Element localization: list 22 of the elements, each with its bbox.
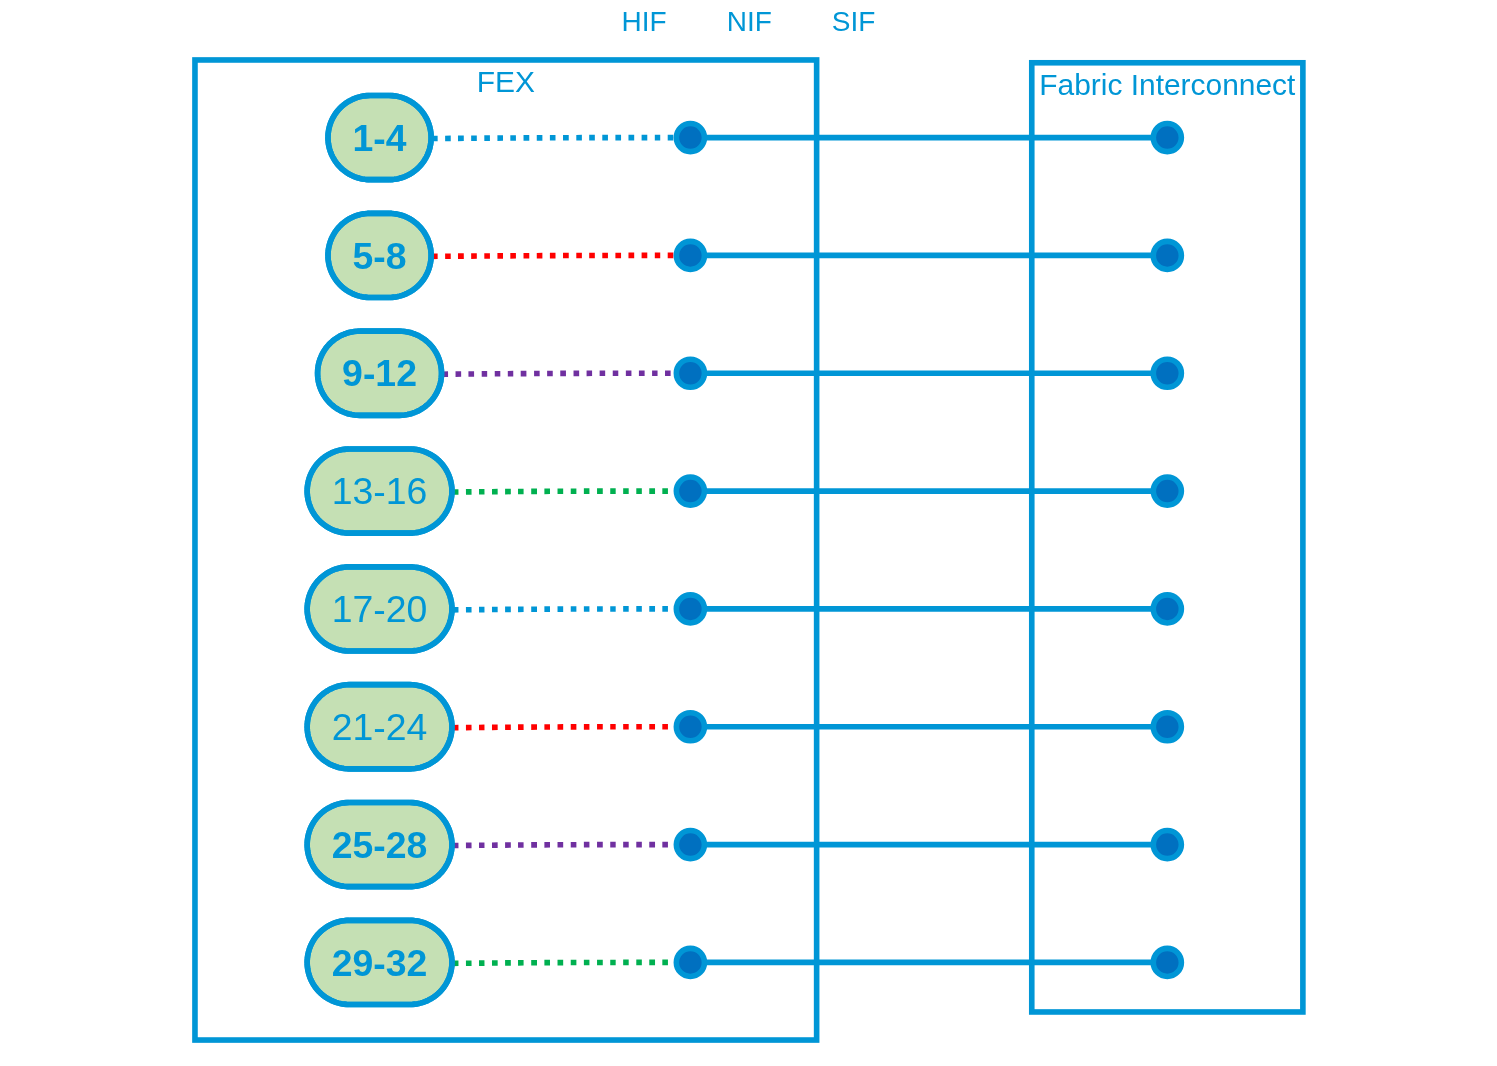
- node-circle: [1150, 238, 1184, 273]
- port-group-label: SIF: [831, 6, 876, 34]
- node-circle: [1150, 474, 1184, 508]
- node-circle: [1150, 120, 1184, 155]
- node-circle: [1150, 945, 1184, 980]
- node-circle: [673, 592, 707, 626]
- node-circle: [673, 120, 707, 155]
- port-group-label: NIF: [726, 6, 772, 34]
- connector: [431, 252, 676, 260]
- cluster: Fabric Interconnect: [1028, 59, 1306, 1015]
- node-circle: [1150, 709, 1184, 744]
- node-circle: [673, 238, 707, 273]
- node-circle: [1150, 827, 1184, 862]
- node-circle: [673, 945, 707, 980]
- node-circle: [673, 474, 707, 508]
- node-circle: [1150, 356, 1184, 391]
- node-circle: [673, 827, 707, 862]
- node-circle: [673, 356, 707, 391]
- connector: [431, 134, 676, 142]
- node-circle: [673, 709, 707, 744]
- port-group-label: HIF: [621, 6, 667, 34]
- node-circle: [1150, 592, 1184, 626]
